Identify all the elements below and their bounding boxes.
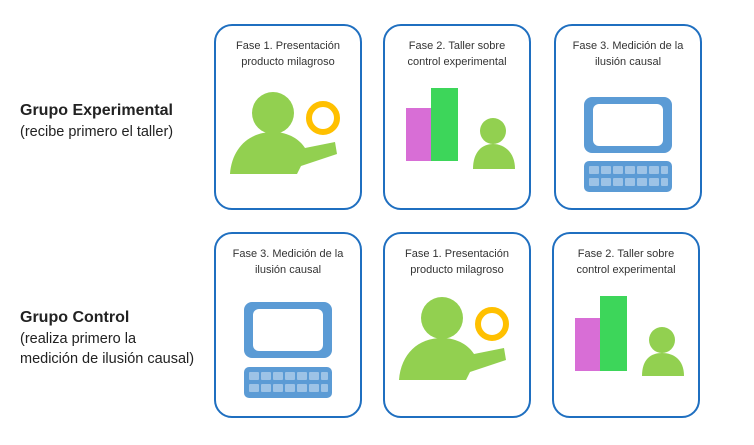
group-label-control: Grupo Control (realiza primero la medici… (20, 307, 220, 369)
card-title-line: Fase 1. Presentación (236, 40, 340, 52)
bar-chart-person-icon (575, 296, 684, 376)
presenter-icon (230, 92, 340, 174)
card-title-line: producto milagroso (241, 56, 335, 68)
group-title: Grupo Control (20, 309, 130, 326)
card-title-line: ilusión causal (594, 56, 662, 68)
group-subtitle-line: (recibe primero el taller) (20, 124, 174, 140)
bar-chart-person-icon (406, 88, 515, 169)
card-title-line: Fase 1. Presentación (405, 248, 509, 260)
card-title: Fase 2. Taller sobre control experimenta… (391, 38, 523, 70)
card-title-line: Fase 3. Medición de la (572, 40, 684, 52)
computer-icon (584, 97, 672, 192)
card-title: Fase 1. Presentación producto milagroso (391, 246, 523, 278)
card-title-line: Fase 2. Taller sobre (577, 248, 675, 260)
group-subtitle-line: (realiza primero la (20, 331, 137, 347)
group-label-experimental: Grupo Experimental (recibe primero el ta… (20, 100, 220, 142)
card-title-line: control experimental (576, 264, 676, 276)
card-experimental-fase-1: Fase 1. Presentación producto milagroso (214, 24, 362, 210)
card-title: Fase 3. Medición de la ilusión causal (562, 38, 694, 70)
presenter-icon (399, 297, 509, 380)
card-experimental-fase-2: Fase 2. Taller sobre control experimenta… (383, 24, 531, 210)
computer-icon (244, 302, 332, 398)
card-title-line: control experimental (407, 56, 507, 68)
card-title: Fase 2. Taller sobre control experimenta… (560, 246, 692, 278)
group-subtitle-line: medición de ilusión causal) (20, 351, 195, 367)
card-control-fase-2: Fase 2. Taller sobre control experimenta… (552, 232, 700, 418)
card-experimental-fase-3: Fase 3. Medición de la ilusión causal (554, 24, 702, 210)
card-control-fase-1: Fase 1. Presentación producto milagroso (383, 232, 531, 418)
card-title: Fase 3. Medición de la ilusión causal (222, 246, 354, 278)
card-title-line: ilusión causal (254, 264, 322, 276)
card-control-fase-3: Fase 3. Medición de la ilusión causal (214, 232, 362, 418)
card-title-line: Fase 3. Medición de la (232, 248, 344, 260)
card-title: Fase 1. Presentación producto milagroso (222, 38, 354, 70)
card-title-line: producto milagroso (410, 264, 504, 276)
group-title: Grupo Experimental (20, 102, 173, 119)
card-title-line: Fase 2. Taller sobre (408, 40, 506, 52)
